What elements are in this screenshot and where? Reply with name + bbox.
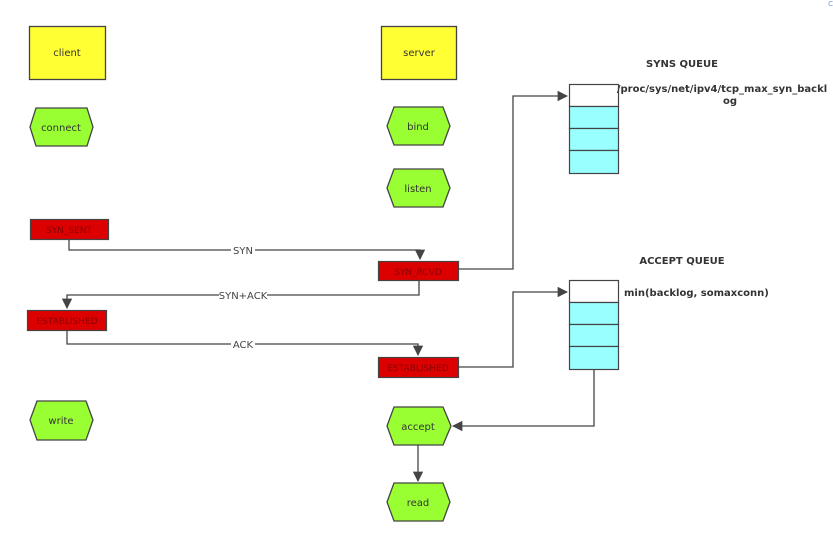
svg-text:ESTABLISHED: ESTABLISHED bbox=[36, 317, 97, 327]
accept-queue-slot bbox=[568, 301, 620, 326]
accept-queue-slot bbox=[568, 345, 620, 371]
bind-step: bind bbox=[386, 106, 451, 146]
syn-label: SYN bbox=[231, 244, 255, 257]
syns-queue-limit-line2: og bbox=[723, 96, 737, 107]
server-node: server bbox=[380, 25, 458, 81]
accept-queue-slot bbox=[568, 323, 620, 348]
svg-text:bind: bind bbox=[407, 122, 429, 133]
syns-queue-slot bbox=[568, 149, 620, 175]
accept-queue-title: ACCEPT QUEUE bbox=[639, 256, 724, 267]
accept-queue bbox=[568, 279, 620, 371]
svg-text:read: read bbox=[407, 498, 430, 509]
listen-step: listen bbox=[386, 168, 451, 208]
syns-queue-title: SYNS QUEUE bbox=[646, 59, 718, 70]
svg-text:ACK: ACK bbox=[233, 340, 254, 351]
ack-label: ACK bbox=[231, 338, 255, 351]
svg-text:SYN_SENT: SYN_SENT bbox=[46, 226, 93, 236]
client-established-state: ESTABLISHED bbox=[26, 309, 108, 332]
svg-text:write: write bbox=[48, 416, 73, 427]
svg-text:listen: listen bbox=[404, 184, 431, 195]
write-step: write bbox=[29, 400, 94, 441]
client-node: client bbox=[28, 25, 107, 81]
syn-rcvd-to-syns-queue-edge bbox=[458, 90, 569, 270]
syn-ack-label: SYN+ACK bbox=[219, 289, 268, 302]
accept-queue-to-accept-edge bbox=[451, 370, 595, 432]
svg-text:SYN+ACK: SYN+ACK bbox=[219, 291, 268, 302]
svg-text:server: server bbox=[403, 48, 436, 59]
server-syn-rcvd-state: SYN_RCVD bbox=[377, 260, 460, 282]
client-syn-sent-state: SYN_SENT bbox=[29, 218, 110, 241]
established-to-accept-queue-edge bbox=[458, 286, 569, 368]
syns-queue-slot bbox=[568, 105, 620, 130]
accept-step: accept bbox=[386, 406, 452, 446]
syns-queue-slot-empty bbox=[568, 83, 620, 108]
svg-text:accept: accept bbox=[401, 422, 435, 433]
server-established-state: ESTABLISHED bbox=[377, 356, 460, 379]
read-step: read bbox=[386, 482, 451, 522]
svg-text:connect: connect bbox=[41, 123, 81, 134]
syns-queue bbox=[568, 83, 620, 175]
syns-queue-limit-line1: /proc/sys/net/ipv4/tcp_max_syn_backl bbox=[617, 84, 827, 95]
accept-queue-slot-empty bbox=[568, 279, 620, 304]
svg-text:SYN: SYN bbox=[233, 246, 253, 257]
syns-queue-slot bbox=[568, 127, 620, 152]
corner-mark: C bbox=[828, 0, 833, 8]
svg-text:SYN_RCVD: SYN_RCVD bbox=[394, 268, 442, 278]
svg-text:ESTABLISHED: ESTABLISHED bbox=[387, 364, 448, 374]
svg-text:client: client bbox=[53, 48, 81, 59]
connect-step: connect bbox=[29, 107, 94, 147]
accept-queue-limit: min(backlog, somaxconn) bbox=[624, 288, 769, 299]
